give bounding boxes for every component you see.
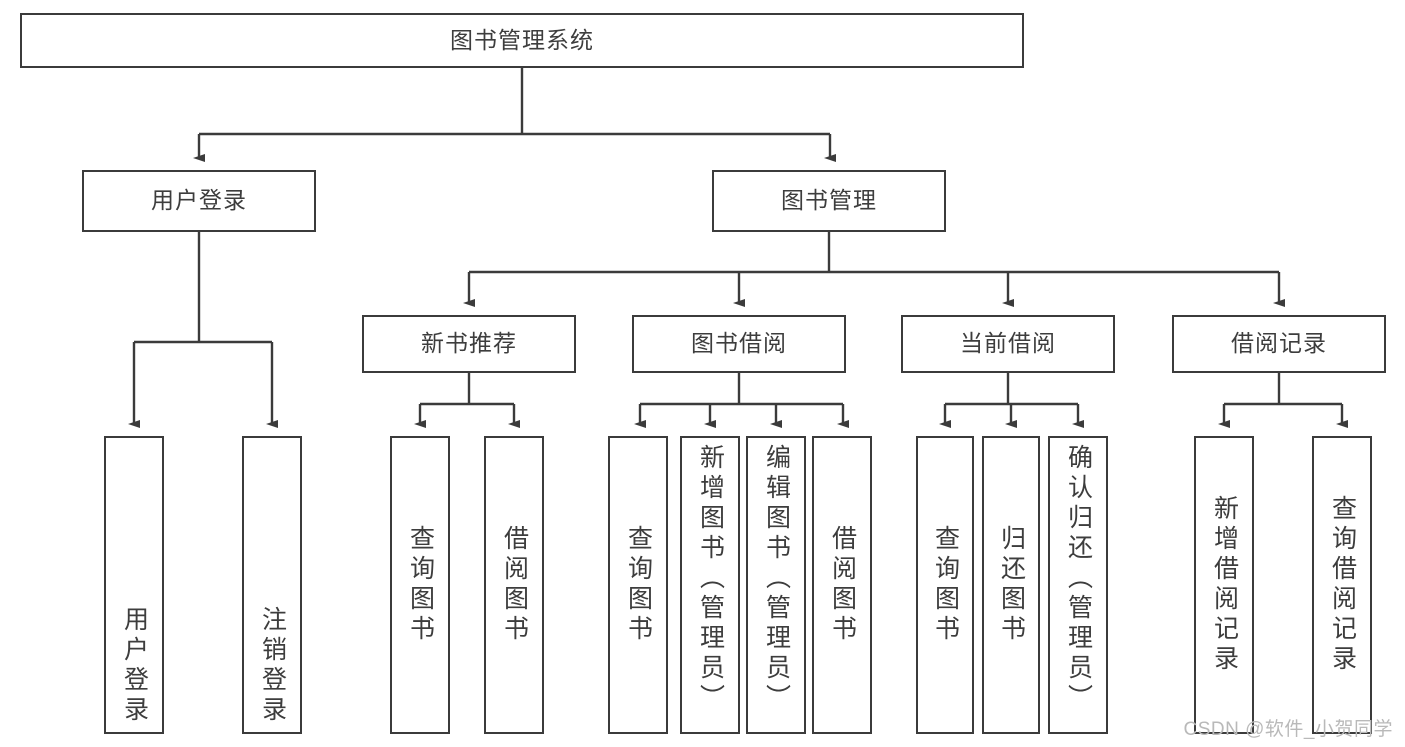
node-root-book-management-system[interactable]: 图书管理系统 [20, 13, 1024, 68]
leaf-node-confirm-return-admin[interactable]: 确认归还（管理员） [1048, 436, 1108, 734]
leaf-node-query-book-current[interactable]: 查询图书 [916, 436, 974, 734]
node-book-management[interactable]: 图书管理 [712, 170, 946, 232]
leaf-node-query-book-borrow[interactable]: 查询图书 [608, 436, 668, 734]
node-book-borrow[interactable]: 图书借阅 [632, 315, 846, 373]
leaf-node-user-login[interactable]: 用户登录 [104, 436, 164, 734]
leaf-node-edit-book-admin[interactable]: 编辑图书（管理员） [746, 436, 806, 734]
node-user-login[interactable]: 用户登录 [82, 170, 316, 232]
watermark-text: CSDN @软件_小贺同学 [1183, 719, 1393, 740]
node-new-book-recommend[interactable]: 新书推荐 [362, 315, 576, 373]
leaf-node-query-book-recommend[interactable]: 查询图书 [390, 436, 450, 734]
leaf-node-logout[interactable]: 注销登录 [242, 436, 302, 734]
leaf-node-return-book[interactable]: 归还图书 [982, 436, 1040, 734]
leaf-node-borrow-book[interactable]: 借阅图书 [812, 436, 872, 734]
leaf-node-add-book-admin[interactable]: 新增图书（管理员） [680, 436, 740, 734]
node-borrow-record[interactable]: 借阅记录 [1172, 315, 1386, 373]
node-current-borrow[interactable]: 当前借阅 [901, 315, 1115, 373]
leaf-node-query-borrow-record[interactable]: 查询借阅记录 [1312, 436, 1372, 734]
leaf-node-add-borrow-record[interactable]: 新增借阅记录 [1194, 436, 1254, 734]
leaf-node-borrow-book-recommend[interactable]: 借阅图书 [484, 436, 544, 734]
